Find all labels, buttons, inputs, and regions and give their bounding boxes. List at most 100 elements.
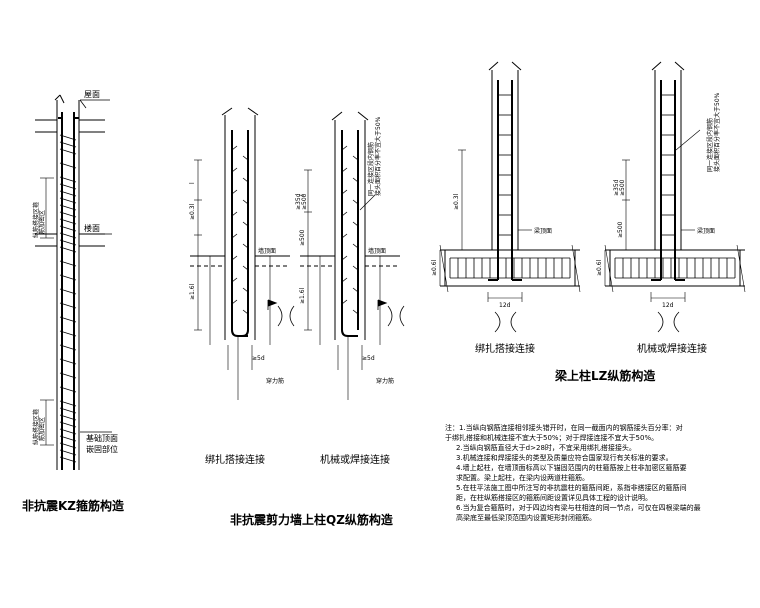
tie-mark	[242, 199, 249, 205]
tie-mark	[352, 199, 359, 205]
stirrup	[59, 358, 77, 365]
qz-dim-top-left: ≥0.3l	[189, 203, 196, 220]
stirrup	[59, 148, 77, 155]
stirrup	[59, 302, 77, 309]
tie-mark	[242, 177, 249, 183]
qz-dim-bottom-left: ≥1.6l	[189, 283, 196, 300]
lz-note-line2: 接头面积百分率不宜大于50%	[713, 92, 721, 172]
tie-mark	[231, 233, 238, 239]
lz-dim-right-beam: ≥0.6l	[596, 259, 603, 276]
note-line-7: 5.在柱平法施工图中所注写的非抗震柱的箍筋间距，系指非搭接区的箍筋间	[456, 483, 687, 492]
tie-mark	[231, 211, 238, 217]
note-line-3: 2.当纵向钢筋直径大于d>28时，不宜采用绑扎搭接接头。	[456, 443, 636, 452]
lz-dim-right-35d: ≥35d	[613, 179, 620, 196]
note-line-10: 高梁底至最低梁顶范围内设置矩形封闭箍筋。	[456, 513, 596, 522]
stirrup	[59, 344, 77, 351]
lz-dim-right-bottom: ≥500	[617, 221, 624, 238]
kz-zone-bottom-line2: 筋加密区	[38, 417, 46, 441]
stirrup	[59, 316, 77, 323]
stirrup	[59, 190, 77, 197]
tie-mark	[341, 167, 348, 173]
note-line-5: 4.墙上起柱，在墙顶面标高以下锚固范围内的柱箍筋按上柱非加密区箍筋要	[456, 463, 687, 472]
tie-mark	[352, 221, 359, 227]
kz-roof-label: 屋面	[84, 90, 100, 99]
stirrup	[59, 218, 77, 225]
lz-dim-left-top: ≥0.3l	[453, 193, 460, 210]
qz-dim-l-right: l	[299, 194, 306, 196]
qz-note-line1: 同一连接区段内钢筋	[367, 142, 375, 196]
stirrup	[59, 414, 77, 421]
stirrup	[59, 400, 77, 407]
qz-caption-left: 绑扎搭接连接	[205, 453, 265, 466]
note-line-1: 注：1.当纵向钢筋连接相邻接头错开时，在同一截面内的钢筋接头百分率：对	[445, 423, 683, 432]
qz-dim-mid-right: ≥500	[299, 229, 306, 246]
tie-mark	[352, 177, 359, 183]
tie-mark	[231, 189, 238, 195]
lz-caption-left: 绑扎搭接连接	[475, 342, 535, 355]
kz-zone-top-line1: 纵筋搭接区箍	[32, 202, 40, 238]
stirrup	[59, 246, 77, 253]
kz-title: 非抗震KZ箍筋构造	[22, 498, 125, 513]
tie-mark	[341, 299, 348, 305]
stirrup	[59, 232, 77, 239]
lz-12d-right: 12d	[662, 302, 674, 309]
lz-note-line1: 同一连接区段内钢筋	[706, 118, 714, 172]
tie-mark	[341, 211, 348, 217]
kz-foundation-line1: 基础顶面	[86, 433, 118, 443]
qz-mech-diagram	[300, 111, 405, 400]
stirrup	[59, 407, 77, 414]
note-line-2: 于绑扎搭接和机械连接不宜大于50%；对于焊接连接不宜大于50%。	[445, 433, 658, 442]
tie-mark	[352, 243, 359, 249]
qz-note-line2: 接头面积百分率不宜大于50%	[374, 116, 382, 196]
qz-dim-bottom-right: ≥1.6l	[299, 287, 306, 304]
stirrup	[59, 204, 77, 211]
qz-right-wall-label: 墙顶面	[368, 247, 386, 255]
tie-mark	[352, 265, 359, 271]
stirrup	[59, 421, 77, 428]
qz-left-wall-label: 墙顶面	[258, 247, 276, 255]
qz-dim-35d: ≥35d	[295, 193, 302, 210]
tie-mark	[352, 309, 359, 315]
tie-mark	[352, 287, 359, 293]
tie-mark	[231, 167, 238, 173]
stirrup	[59, 141, 77, 148]
tie-mark	[341, 233, 348, 239]
qz-bar-left-label: 穿力筋	[266, 377, 284, 385]
tie-mark	[341, 255, 348, 261]
tie-mark	[231, 255, 238, 261]
tie-mark	[341, 145, 348, 151]
note-line-8: 距，在柱纵筋搭接区的箍筋间距设置详见具体工程的设计说明。	[456, 493, 652, 502]
tie-mark	[242, 243, 249, 249]
stirrup	[59, 386, 77, 393]
stirrup	[59, 428, 77, 435]
tie-mark	[231, 299, 238, 305]
stirrup	[59, 225, 77, 232]
lz-caption-right: 机械或焊接连接	[637, 342, 707, 355]
qz-title: 非抗震剪力墙上柱QZ纵筋构造	[230, 512, 394, 527]
lz-dim-left-beam: ≥0.6l	[431, 259, 438, 276]
tie-mark	[242, 287, 249, 293]
stirrup	[59, 211, 77, 218]
stirrup	[59, 435, 77, 442]
qz-dim-l-left: l	[189, 182, 196, 184]
stirrup	[59, 239, 77, 246]
lz-beam-right-label: 梁顶面	[697, 227, 715, 235]
note-line-6: 求配置。梁上起柱，在梁内设两道柱箍筋。	[456, 473, 589, 482]
stirrup	[59, 442, 77, 449]
tie-mark	[242, 221, 249, 227]
stirrup	[59, 372, 77, 379]
note-line-9: 6.当为复合箍筋时，对于四边均有梁与柱相连的同一节点，可仅在四根梁端的最	[456, 503, 701, 512]
stirrup	[59, 197, 77, 204]
qz-dim-500: ≥500	[301, 193, 308, 210]
tie-mark	[242, 265, 249, 271]
lz-12d-left: 12d	[499, 302, 511, 309]
tie-mark	[341, 277, 348, 283]
kz-foundation-line2: 嵌固部位	[86, 444, 118, 454]
kz-zone-bottom-line1: 纵筋搭接区箍	[32, 409, 40, 445]
tie-mark	[231, 277, 238, 283]
stirrup	[59, 176, 77, 183]
qz-5d-left: ≥5d	[252, 355, 265, 362]
stirrup	[59, 183, 77, 190]
notes-block: 注：1.当纵向钢筋连接相邻接头错开时，在同一截面内的钢筋接头百分率：对 于绑扎搭…	[445, 423, 701, 522]
